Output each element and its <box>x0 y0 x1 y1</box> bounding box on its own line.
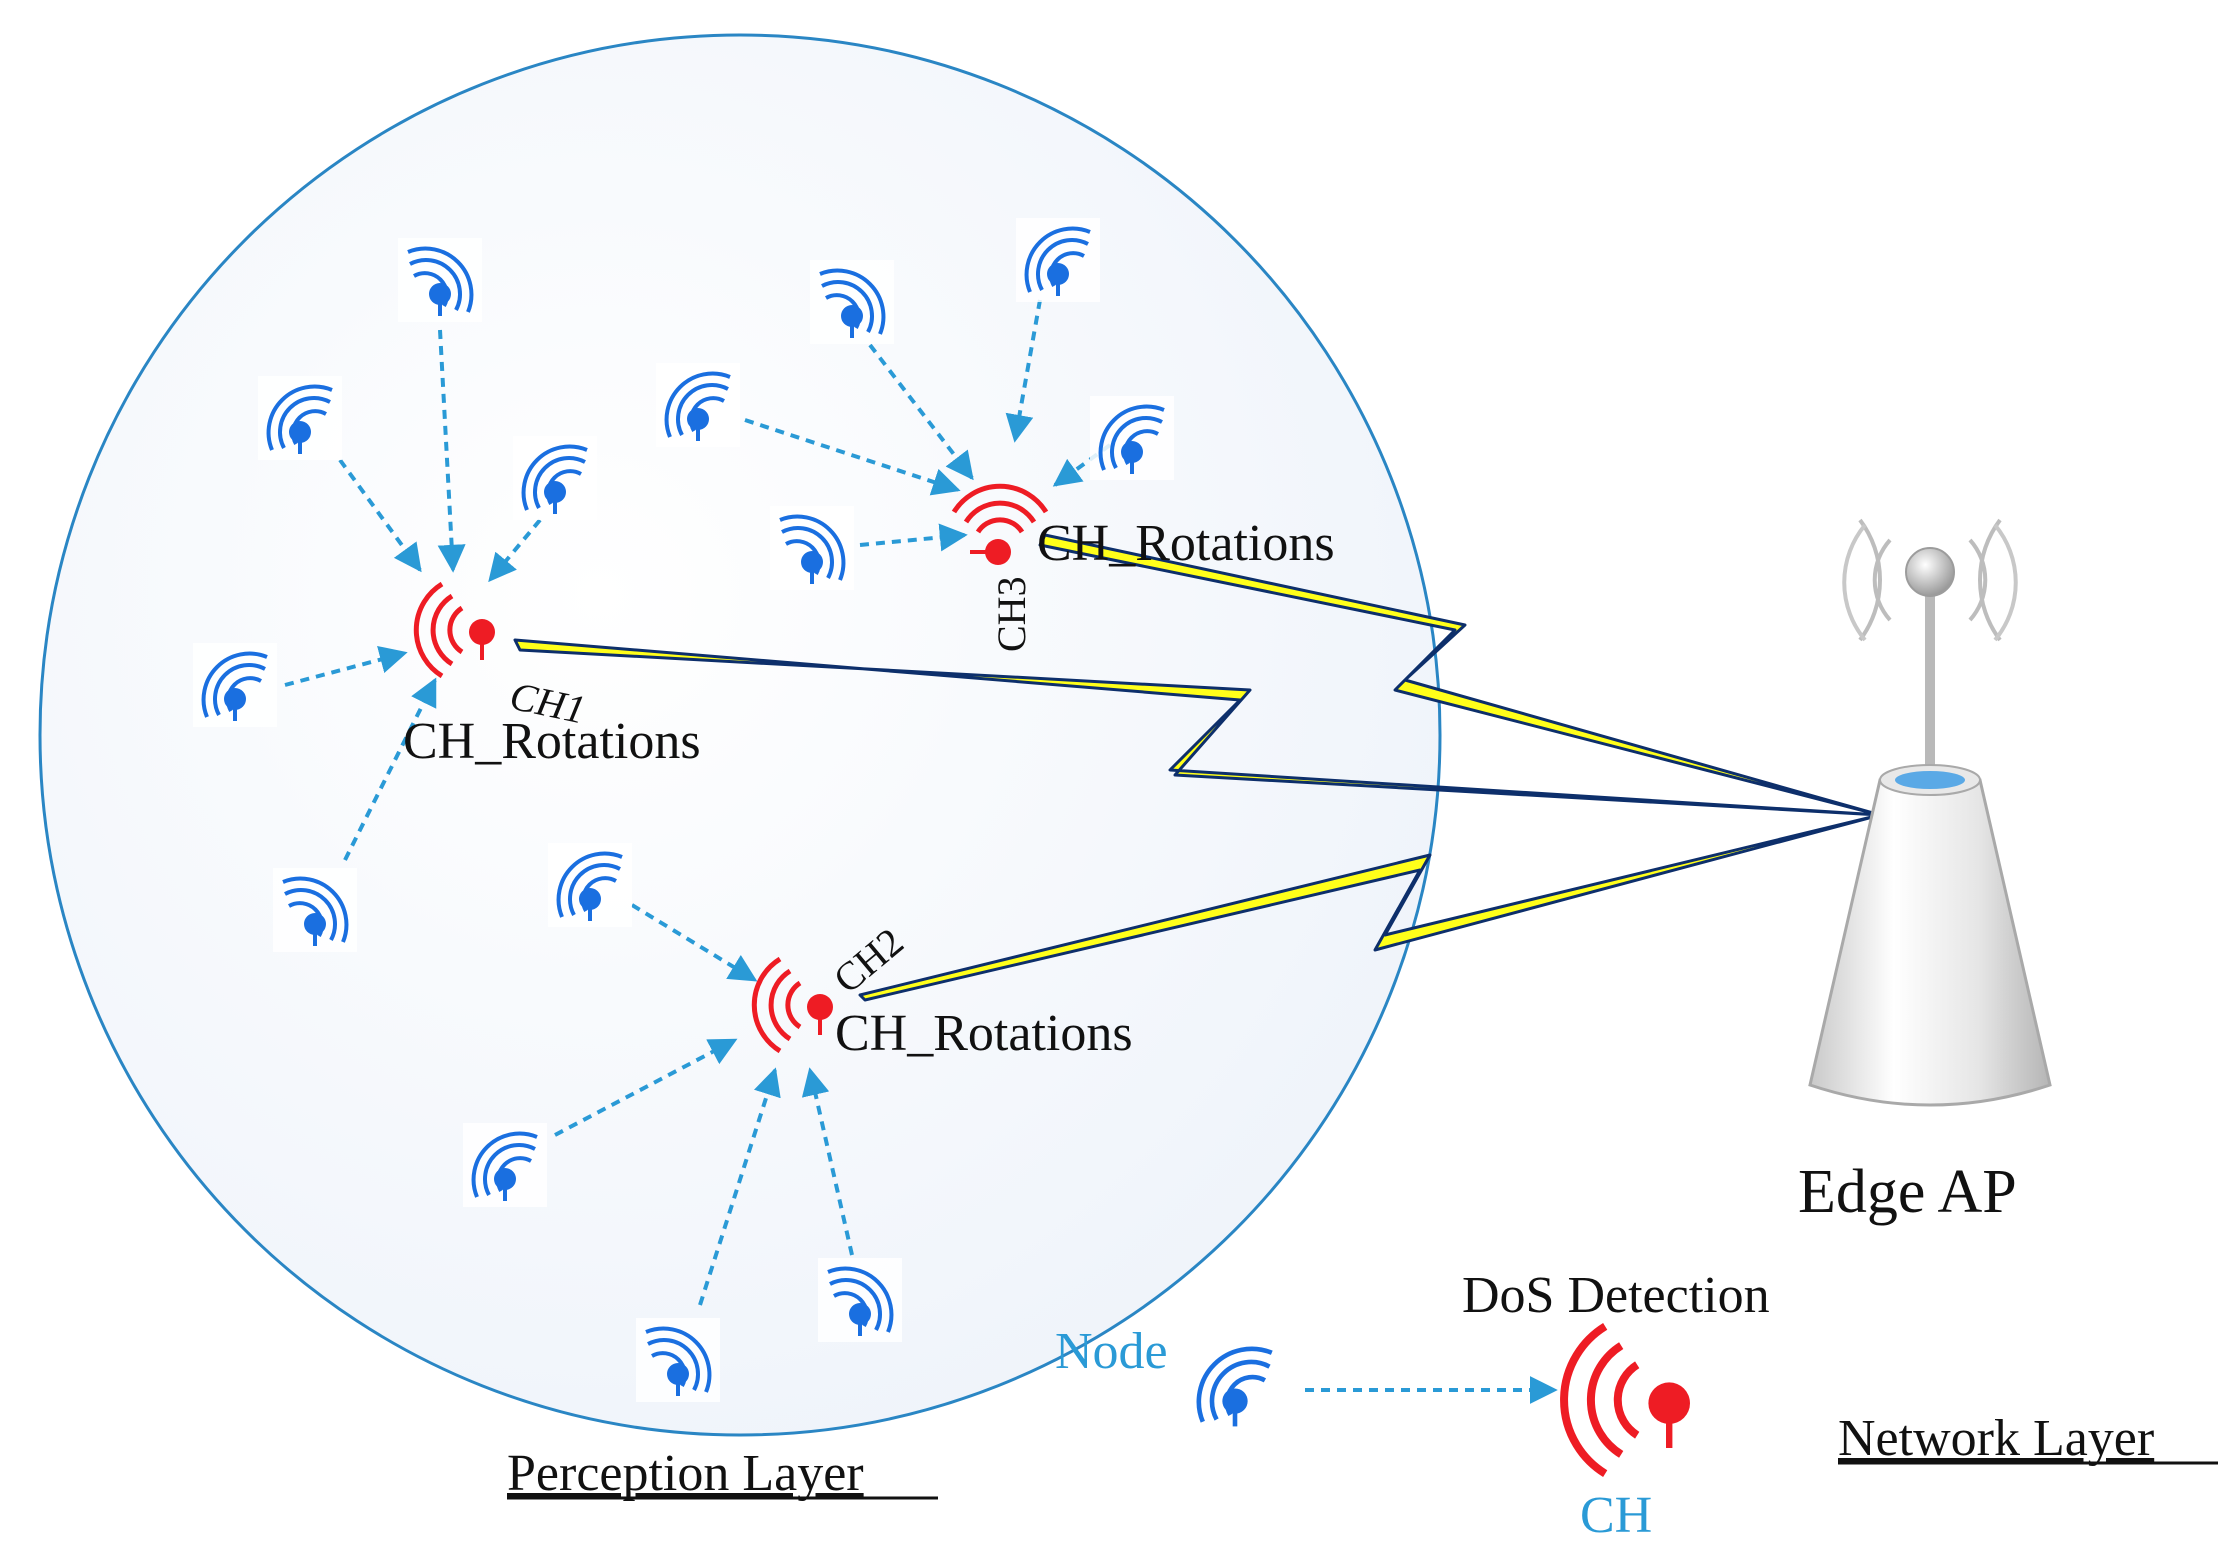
wifi-node-icon <box>1088 394 1176 482</box>
wifi-node-icon <box>191 641 279 729</box>
legend-node-label: Node <box>1055 1323 1168 1380</box>
arrow-to-ch1 <box>343 677 437 861</box>
arrow-to-ch1 <box>437 329 466 573</box>
rotations-label-ch2: CH_Rotations <box>835 1005 1133 1062</box>
legend-node-icon <box>1187 1337 1284 1434</box>
perception-layer-label: Perception Layer <box>507 1445 864 1502</box>
wifi-node-icon <box>546 841 634 929</box>
wifi-node-icon <box>461 1121 549 1209</box>
wifi-node-icon <box>396 236 484 324</box>
rotations-label-ch3: CH_Rotations <box>1037 515 1335 572</box>
perception-layer-circle <box>38 33 1442 1437</box>
ch3-label: CH3 <box>989 576 1034 652</box>
arrow-to-ch1 <box>338 458 422 573</box>
arrow-to-ch1 <box>488 518 542 583</box>
rotations-label-ch1: CH_Rotations <box>403 713 701 770</box>
wifi-node-icon <box>654 361 742 449</box>
wifi-node-icon <box>256 374 344 462</box>
legend-ch-label: CH <box>1580 1487 1652 1544</box>
arrow-to-ch3 <box>859 523 968 552</box>
cluster-3-arrows <box>744 299 1112 552</box>
network-layer-label: Network Layer <box>1838 1410 2154 1467</box>
arrow-to-ch3 <box>868 343 974 481</box>
arrow-to-ch3 <box>1005 299 1042 443</box>
arrow-to-ch3 <box>744 418 961 496</box>
wifi-node-icon <box>1014 216 1102 304</box>
arrow-to-ch2 <box>630 903 758 982</box>
edge-ap-tower-icon <box>1808 518 2052 1107</box>
wifi-node-icon <box>816 1256 904 1344</box>
cluster-2-arrows <box>554 903 854 1306</box>
wifi-node-icon <box>768 504 856 592</box>
lightning-link-ch3 <box>1038 533 1882 817</box>
wifi-node-icon <box>808 258 896 346</box>
arrow-to-ch3 <box>1052 443 1112 487</box>
edge-ap-label: Edge AP <box>1798 1158 2017 1226</box>
cluster-1-arrows <box>284 329 542 861</box>
lightning-link-ch1 <box>513 638 1882 817</box>
arrow-to-ch2 <box>554 1038 738 1137</box>
wifi-node-icon <box>511 434 599 522</box>
dos-detection-label: DoS Detection <box>1462 1267 1770 1324</box>
lightning-link-ch2 <box>858 813 1882 1002</box>
wifi-node-icon <box>271 866 359 954</box>
wifi-node-icon <box>634 1316 722 1404</box>
arrow-to-ch1 <box>284 645 408 687</box>
legend-ch-icon <box>1564 1326 1690 1473</box>
